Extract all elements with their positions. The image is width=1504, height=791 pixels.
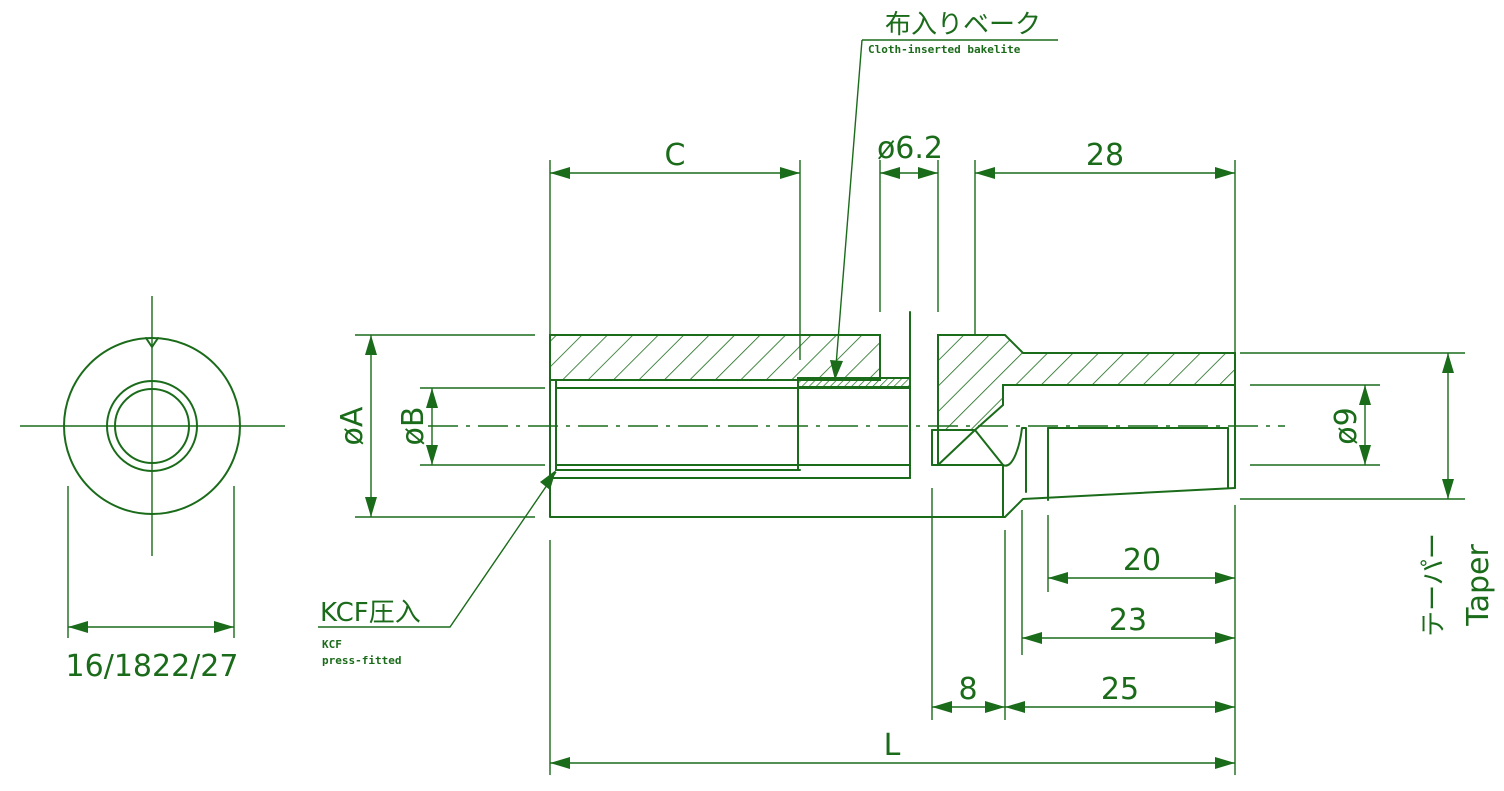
dimension-lines — [355, 160, 1465, 775]
cloth-bakelite-label-en: Cloth-inserted bakelite — [868, 43, 1021, 56]
dim-phi-b: øB — [396, 407, 431, 446]
dim-c: C — [665, 138, 686, 173]
kcf-press-fit-label-jp: KCF圧入 — [320, 598, 421, 628]
taper-label-jp: テーパー — [1419, 533, 1449, 637]
section-view — [428, 311, 1285, 518]
leader-lines — [318, 39, 1058, 628]
dim-25: 25 — [1101, 672, 1139, 707]
dim-phi-9: ø9 — [1329, 407, 1364, 444]
front-diameter-label: 16/1822/27 — [66, 649, 239, 684]
dim-23: 23 — [1109, 603, 1147, 638]
kcf-press-fit-label-en-1: KCF — [322, 638, 342, 651]
dim-8: 8 — [958, 672, 977, 707]
dim-28: 28 — [1086, 138, 1124, 173]
front-view: 16/1822/27 — [20, 296, 285, 684]
dim-phi-6-2: ø6.2 — [877, 131, 943, 166]
cloth-bakelite-label-jp: 布入りベーク — [885, 10, 1041, 40]
dim-l: L — [884, 728, 901, 763]
kcf-press-fit-label-en-2: press-fitted — [322, 654, 401, 667]
dim-20: 20 — [1123, 543, 1161, 578]
dim-phi-a: øA — [335, 406, 370, 445]
taper-label-en: Taper — [1461, 544, 1496, 627]
